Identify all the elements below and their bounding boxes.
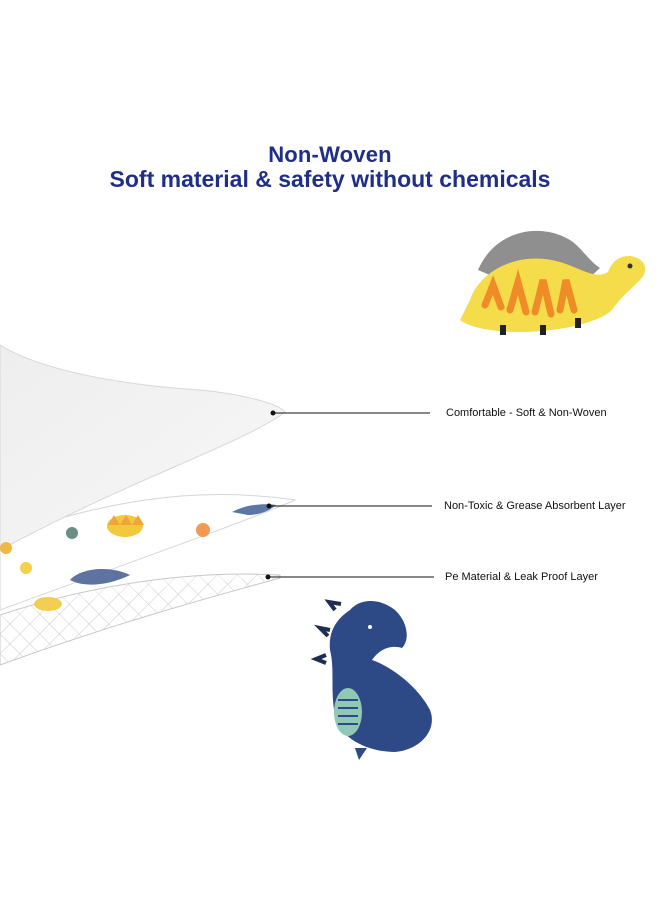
layer-label-absorbent: Non-Toxic & Grease Absorbent Layer — [444, 500, 626, 512]
yellow-stegosaurus-icon — [460, 230, 646, 335]
heading-line1: Non-Woven — [268, 142, 392, 167]
heading-line2: Soft material & safety without chemicals — [109, 166, 551, 192]
pe-layer-body — [0, 577, 280, 665]
layer-label-comfortable: Comfortable - Soft & Non-Woven — [446, 407, 607, 419]
blue-dinosaur-icon — [310, 599, 432, 760]
print-motifs — [0, 504, 276, 611]
layer-label-leakproof: Pe Material & Leak Proof Layer — [445, 571, 598, 583]
leader-lines — [265, 410, 434, 580]
nonwoven-layer — [0, 344, 286, 551]
